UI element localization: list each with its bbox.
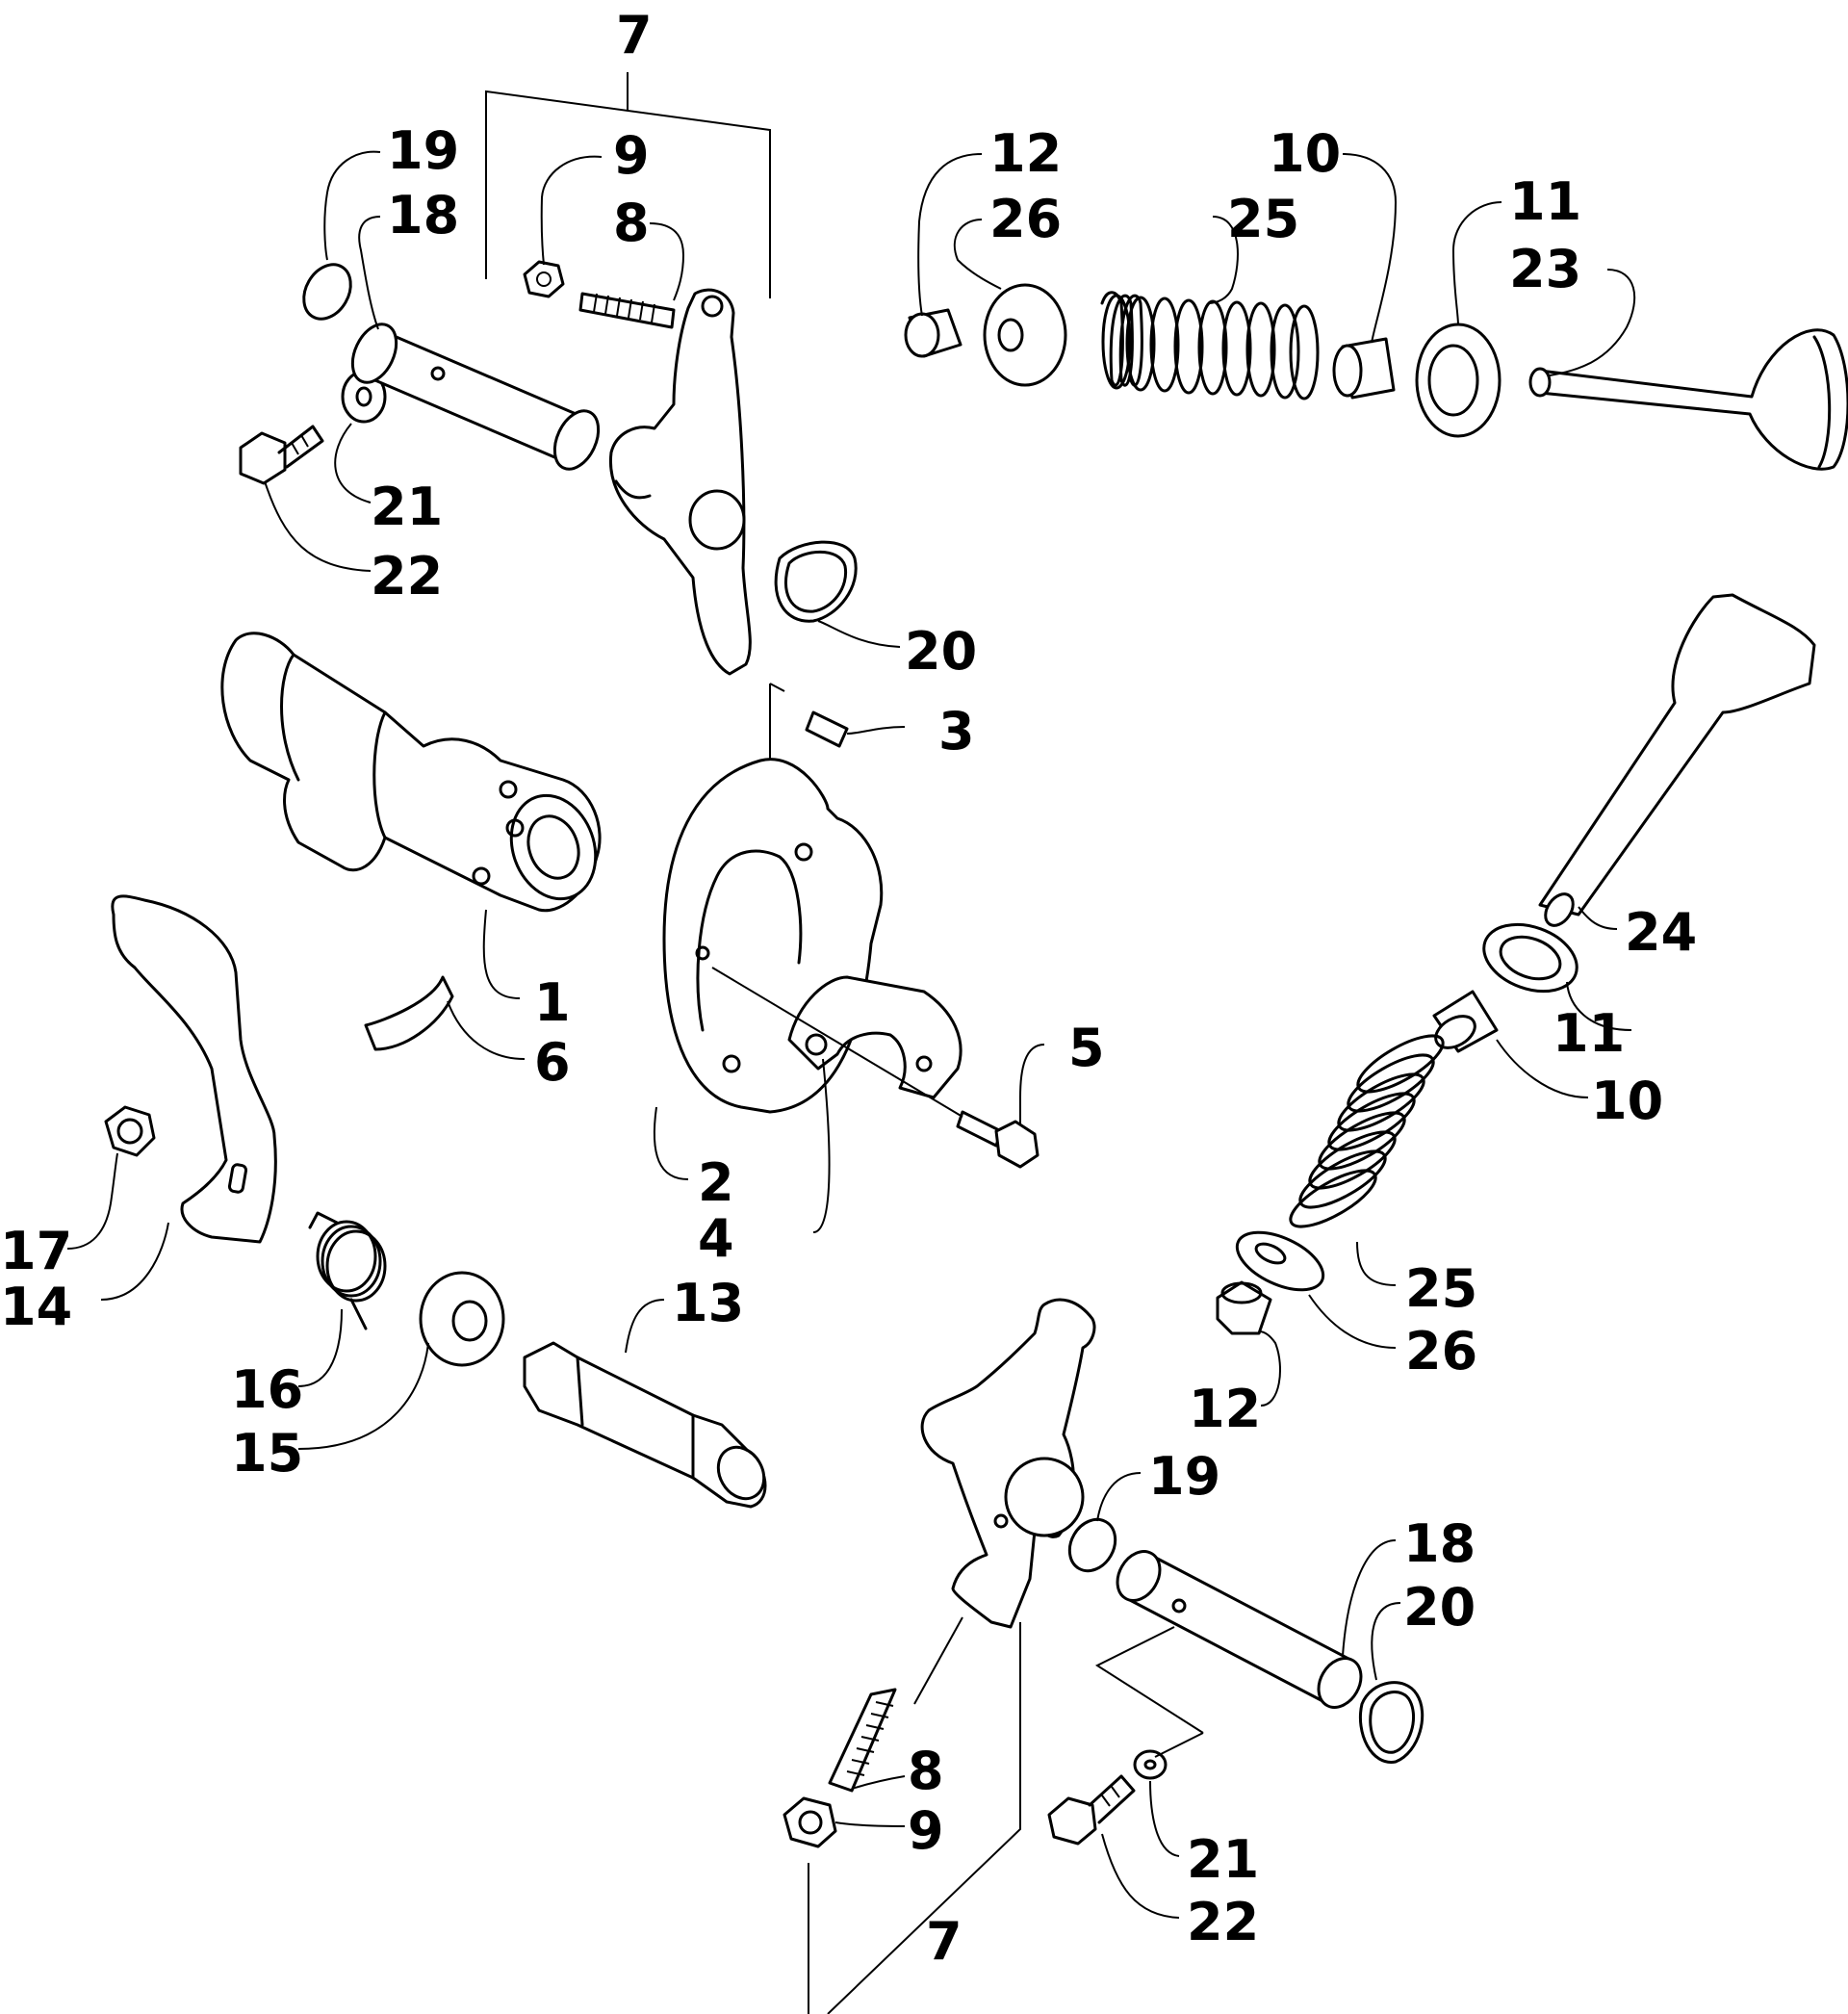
nut-9-bottom	[783, 1796, 837, 1848]
label-7-top: 7	[616, 5, 653, 65]
valve-spring-25-top	[1100, 291, 1320, 400]
label-11-bottom: 11	[1553, 1003, 1625, 1064]
label-9-top: 9	[613, 125, 650, 186]
label-21-bottom: 21	[1187, 1829, 1259, 1890]
label-20-top: 20	[905, 621, 977, 682]
label-12-bottom: 12	[1189, 1379, 1261, 1439]
label-8-bottom: 8	[908, 1741, 944, 1801]
label-26-bottom: 26	[1405, 1321, 1477, 1381]
label-3: 3	[938, 701, 975, 762]
bracket-7-top	[485, 72, 771, 298]
spring-seat-11-top	[1415, 323, 1502, 438]
label-16: 16	[231, 1359, 303, 1420]
valve-seal-10-top	[1332, 337, 1396, 400]
label-22-top: 22	[371, 546, 443, 607]
label-22-bottom: 22	[1187, 1892, 1259, 1952]
label-6: 6	[534, 1032, 571, 1093]
label-26-top: 26	[989, 189, 1062, 249]
label-14: 14	[0, 1277, 72, 1337]
shaft-13	[523, 1341, 767, 1509]
label-8-top: 8	[613, 193, 650, 253]
valve-spring-25-bottom	[1289, 1034, 1445, 1228]
label-10-top: 10	[1269, 123, 1341, 184]
o-ring-19-top	[302, 263, 352, 321]
label-21-top: 21	[371, 477, 443, 537]
o-ring-20-bottom	[1359, 1681, 1424, 1764]
label-19-bottom: 19	[1148, 1446, 1220, 1507]
spring-seat-11-bottom	[1482, 922, 1578, 994]
label-19-top: 19	[387, 120, 459, 181]
washer-21-bottom	[1133, 1749, 1168, 1780]
keeper-12-top	[904, 308, 962, 358]
o-ring-20-top	[774, 540, 858, 623]
label-11-top: 11	[1509, 171, 1581, 232]
washer-15	[419, 1271, 505, 1367]
label-12-top: 12	[989, 123, 1062, 184]
retainer-26-bottom	[1235, 1230, 1325, 1292]
label-4: 4	[698, 1208, 734, 1269]
label-13: 13	[672, 1273, 744, 1333]
keeper-12-bottom	[1216, 1280, 1272, 1335]
bolt-5	[711, 967, 1040, 1169]
label-5: 5	[1068, 1018, 1105, 1078]
label-18-bottom: 18	[1403, 1513, 1476, 1574]
label-23-top: 23	[1509, 239, 1581, 299]
rocker-shaft-18-bottom	[1116, 1550, 1363, 1709]
valve-23-top	[1528, 328, 1848, 471]
bolt-22-top	[239, 425, 324, 485]
flange-nut-17	[104, 1105, 156, 1157]
lock-plate-4	[787, 975, 962, 1099]
label-10-bottom: 10	[1591, 1071, 1663, 1131]
valve-24	[1538, 593, 1816, 927]
label-20-bottom: 20	[1403, 1577, 1476, 1638]
bolt-22-bottom	[1047, 1774, 1136, 1846]
label-15: 15	[231, 1423, 303, 1484]
rocker-arm-top	[608, 288, 752, 676]
lever-14	[111, 894, 277, 1244]
leader-lines	[66, 150, 1636, 1919]
label-25-top: 25	[1227, 189, 1299, 249]
camshaft-1	[220, 632, 602, 913]
screw-8-bottom	[828, 1616, 963, 1793]
label-1: 1	[534, 972, 571, 1033]
retainer-26-top	[983, 283, 1067, 387]
label-2: 2	[698, 1152, 734, 1213]
rocker-shaft-18-top	[350, 323, 601, 471]
key-6	[364, 975, 454, 1051]
rocker-arm-bottom	[920, 1298, 1096, 1629]
bracket-shaft-bottom	[1094, 1626, 1204, 1758]
torsion-spring-16	[308, 1211, 387, 1330]
cam-sprocket-2	[662, 758, 884, 1114]
label-7-bottom: 7	[926, 1911, 962, 1972]
label-24: 24	[1625, 902, 1697, 963]
o-ring-19-bottom	[1067, 1517, 1117, 1573]
label-18-top: 18	[387, 185, 459, 245]
valve-seal-10-bottom	[1432, 990, 1499, 1053]
nut-9-top	[523, 260, 565, 298]
label-17: 17	[0, 1221, 72, 1281]
screw-8-top	[578, 292, 676, 329]
label-9-bottom: 9	[908, 1800, 944, 1861]
part-labels: 7 19 18 9 8 12 26 10 25 11 23 21 22 20 3…	[0, 5, 1697, 1972]
bracket-7-bottom	[808, 1622, 1021, 2014]
label-25-bottom: 25	[1405, 1258, 1477, 1319]
